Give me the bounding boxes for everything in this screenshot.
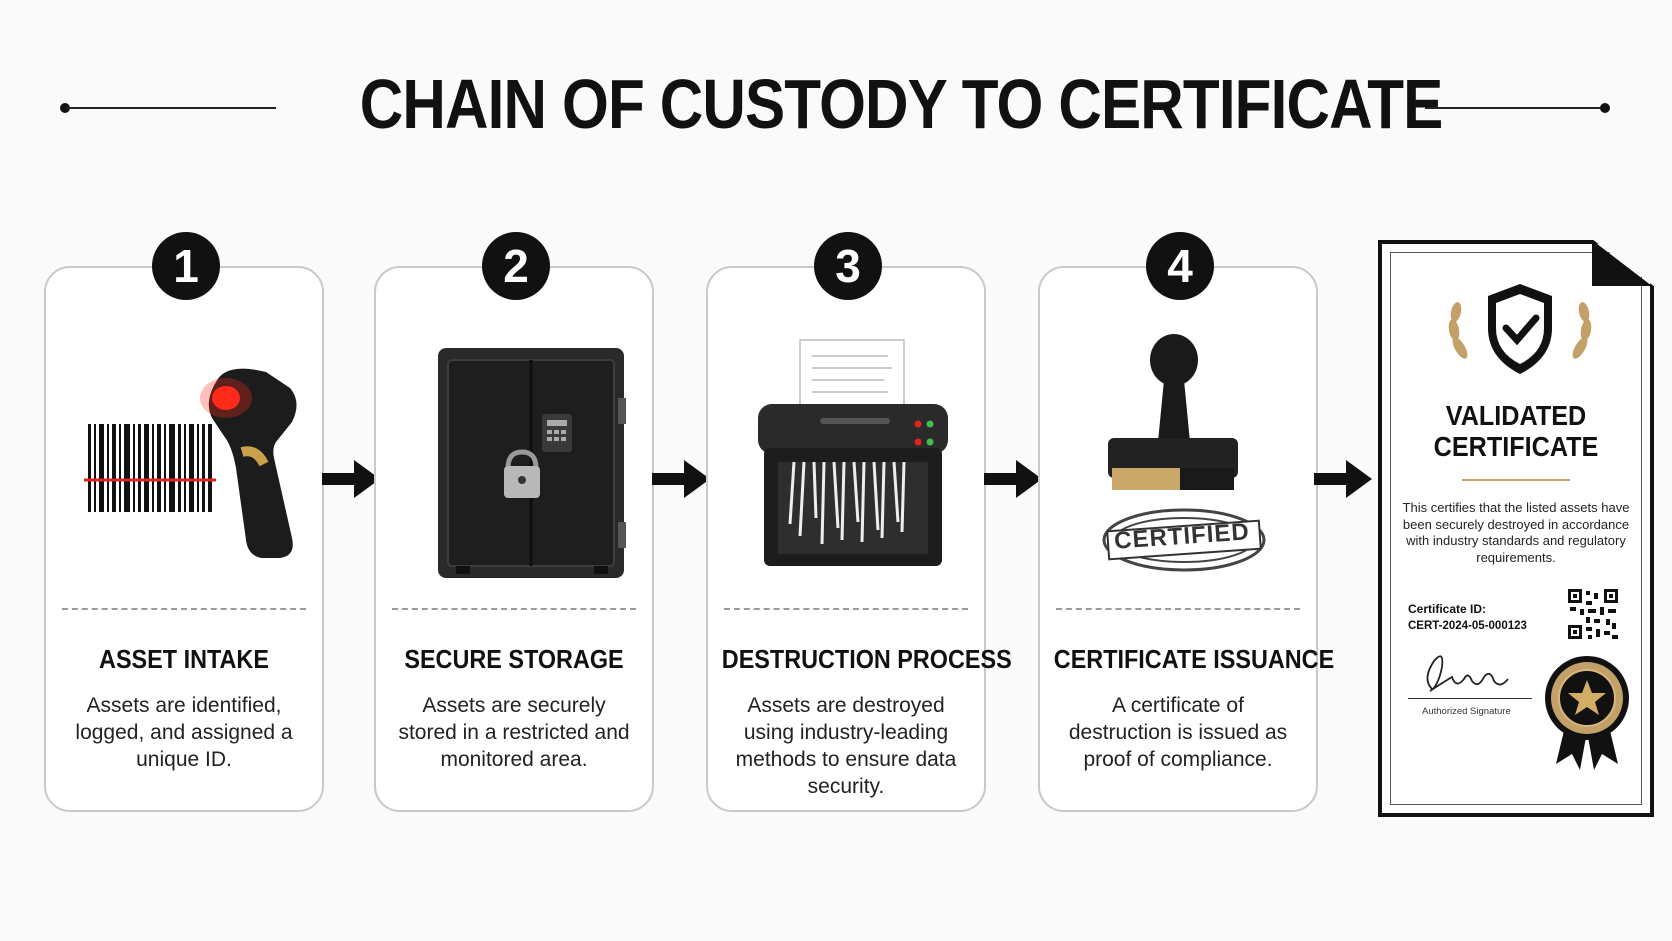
certificate-title-line1: VALIDATED — [1445, 400, 1587, 431]
step-divider — [1056, 608, 1300, 610]
step-description: Assets are securely stored in a restrict… — [398, 694, 630, 771]
step-card-secure-storage: SECURE STORAGE Assets are securely store… — [374, 266, 654, 812]
step-title: DESTRUCTION PROCESS — [721, 644, 1012, 674]
title-row: CHAIN OF CUSTODY TO CERTIFICATE — [0, 62, 1672, 152]
step-1-number-badge: 1 — [152, 232, 220, 300]
validated-certificate: VALIDATED CERTIFICATE This certifies tha… — [1378, 240, 1654, 817]
step-4-number-badge: 4 — [1146, 232, 1214, 300]
page-title: CHAIN OF CUSTODY TO CERTIFICATE — [359, 65, 1443, 143]
arrow-right-icon — [984, 460, 1042, 498]
arrow-right-icon — [1314, 460, 1372, 498]
step-title: ASSET INTAKE — [99, 644, 269, 674]
signature-label: Authorized Signature — [1422, 706, 1511, 717]
title-rule-right — [1425, 107, 1605, 109]
step-card-asset-intake: ASSET INTAKE Assets are identified, logg… — [44, 266, 324, 812]
step-card-destruction-process: DESTRUCTION PROCESS Assets are destroyed… — [706, 266, 1012, 812]
certificate-folded-corner — [1592, 240, 1652, 286]
gold-seal-icon — [1545, 656, 1629, 770]
shredder-icon — [758, 339, 948, 566]
title-rule-left — [66, 107, 276, 109]
shield-check-icon — [1448, 284, 1592, 374]
certificate-title-line2: CERTIFICATE — [1433, 431, 1599, 462]
step-description: A certificate of destruction is issued a… — [1068, 694, 1288, 771]
barcode-scanner-icon — [84, 368, 297, 558]
step-3-number-badge: 3 — [814, 232, 882, 300]
certificate-gold-rule — [1462, 479, 1570, 481]
title-dot-right — [1600, 103, 1610, 113]
step-title: CERTIFICATE ISSUANCE — [1053, 644, 1335, 674]
rubber-stamp-icon — [1102, 334, 1266, 572]
certificate-inner-border — [1390, 252, 1642, 805]
step-divider — [392, 608, 636, 610]
qr-code-icon — [1568, 589, 1618, 639]
step-title: SECURE STORAGE — [404, 644, 624, 674]
step-description: Assets are destroyed using industry-lead… — [735, 694, 957, 798]
step-card-certificate-issuance: CERTIFIED CERTIFICATE ISSUANCE A certifi… — [1038, 266, 1335, 812]
signature-icon — [1426, 655, 1509, 692]
step-divider — [724, 608, 968, 610]
step-description: Assets are identified, logged, and assig… — [75, 694, 293, 771]
step-2-number-badge: 2 — [482, 232, 550, 300]
certificate-id-value: CERT-2024-05-000123 — [1408, 620, 1527, 632]
certificate-title: VALIDATED CERTIFICATE — [1395, 400, 1636, 462]
arrow-right-icon — [322, 460, 380, 498]
certificate-id-label: Certificate ID: — [1408, 602, 1487, 616]
arrow-right-icon — [652, 460, 710, 498]
signature-line — [1408, 698, 1532, 699]
safe-icon — [438, 348, 626, 578]
step-divider — [62, 608, 306, 610]
title-dot-left — [60, 103, 70, 113]
certificate-body: This certifies that the listed assets ha… — [1402, 500, 1630, 565]
laurel-icon — [1448, 302, 1592, 359]
